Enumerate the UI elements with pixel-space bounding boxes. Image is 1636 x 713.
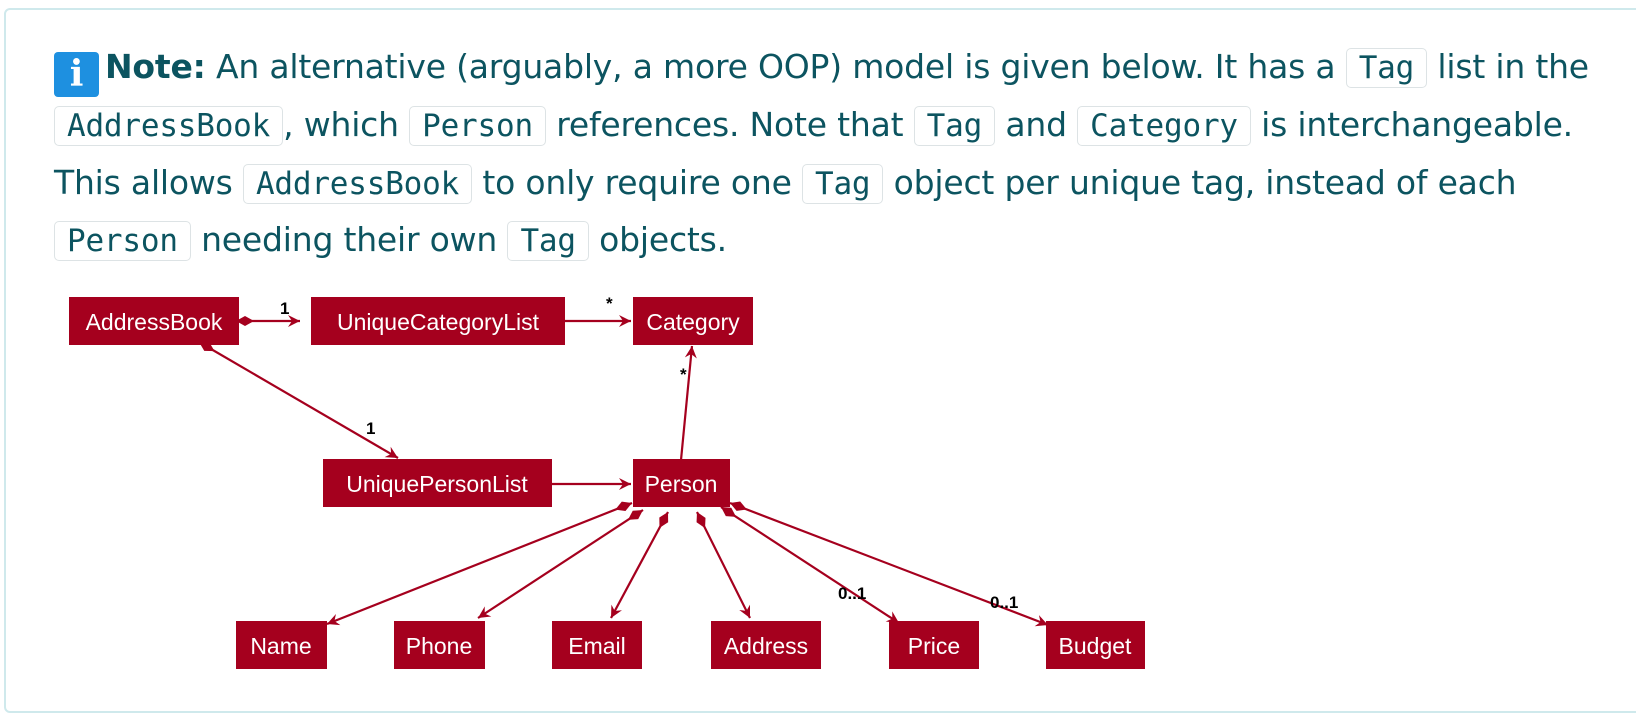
mult-person-budget: 0..1 <box>990 593 1018 612</box>
class-category: Category <box>633 297 753 345</box>
class-label: UniquePersonList <box>346 471 528 497</box>
class-label: Budget <box>1059 633 1133 659</box>
note-seg: needing their own <box>190 220 508 259</box>
mult-person-category: * <box>680 365 687 384</box>
class-address: Address <box>711 621 821 669</box>
inline-code: Person <box>54 221 191 261</box>
edge-person-phone <box>477 509 644 619</box>
inline-code: Tag <box>1345 48 1428 88</box>
edge-person-email <box>610 511 669 619</box>
note-seg: and <box>995 105 1078 144</box>
edge-person-category <box>679 345 697 461</box>
class-label: Person <box>645 471 718 497</box>
note-seg: is interchangeable. This allows <box>54 105 1573 202</box>
class-label: AddressBook <box>86 309 223 335</box>
edge-person-budget <box>729 501 1049 627</box>
class-label: Address <box>724 633 808 659</box>
mult-category-list-category: * <box>606 294 613 313</box>
note-seg: objects. <box>588 220 727 259</box>
class-unique-category-list: UniqueCategoryList <box>311 297 565 345</box>
edge-book-person-list <box>198 341 399 459</box>
inline-code: AddressBook <box>54 106 284 146</box>
class-price: Price <box>889 621 979 669</box>
class-label: Phone <box>406 633 473 659</box>
note-seg: An alternative (arguably, a more OOP) mo… <box>205 47 1346 86</box>
class-person: Person <box>633 459 730 507</box>
note-label: Note: <box>105 47 206 86</box>
note-seg: object per unique tag, instead of each <box>883 162 1517 202</box>
class-address-book: AddressBook <box>69 297 239 345</box>
class-budget: Budget <box>1046 621 1145 669</box>
inline-code: Tag <box>507 221 589 261</box>
inline-code: Tag <box>913 106 996 146</box>
mult-book-category-list: 1 <box>280 299 289 318</box>
mult-person-price: 0..1 <box>838 584 866 603</box>
note-seg: to only require one <box>472 162 802 202</box>
edge-person-price <box>720 506 900 624</box>
edge-person-name <box>326 501 633 626</box>
inline-code: Person <box>409 106 546 146</box>
class-label: Email <box>568 633 626 659</box>
class-name: Name <box>236 621 327 669</box>
class-unique-person-list: UniquePersonList <box>323 459 552 507</box>
class-label: UniqueCategoryList <box>337 309 540 335</box>
class-email: Email <box>552 621 642 669</box>
inline-code: AddressBook <box>242 163 473 204</box>
class-phone: Phone <box>394 621 485 669</box>
mult-book-person-list: 1 <box>366 419 375 438</box>
note-seg: list in the <box>1427 47 1589 86</box>
class-label: Name <box>250 633 311 659</box>
info-icon: i <box>54 52 99 97</box>
inline-code: Category <box>1077 106 1251 146</box>
inline-code: Tag <box>801 163 884 204</box>
note-seg: , which <box>283 105 410 144</box>
class-label: Category <box>646 309 740 335</box>
class-label: Price <box>908 633 960 659</box>
note-seg: references. Note that <box>545 105 914 144</box>
edge-person-address <box>696 511 751 619</box>
